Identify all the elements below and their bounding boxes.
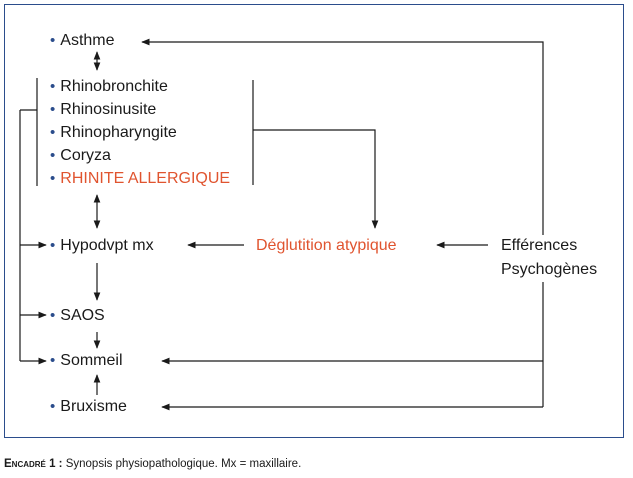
node-sommeil: •Sommeil [50,352,123,369]
node-deglutition-atypique: Déglutition atypique [256,237,397,254]
node-asthme: •Asthme [50,32,115,49]
node-rhinite-allergique: •RHINITE ALLERGIQUE [50,170,231,187]
bullet-icon: • [50,398,56,415]
arrow-group-deglutition [253,129,379,229]
bullet-icon: • [50,32,56,49]
figure-caption: Encadré 1 : Synopsis physiopathologique.… [4,458,301,470]
bullet-icon: • [50,352,56,369]
node-rhinobronchite: •Rhinobronchite [50,78,168,95]
node-efferences-line1: Efférences [501,237,578,254]
arrow-efferences-asthme [141,38,544,235]
node-efferences-line2: Psychogènes [501,261,598,278]
bullet-icon: • [50,237,56,254]
node-saos: •SAOS [50,307,105,324]
bullet-icon: • [50,78,56,95]
diagram-frame [4,4,624,438]
bullet-icon: • [50,307,56,324]
node-bruxisme: •Bruxisme [50,398,127,415]
bullet-icon: • [50,101,56,118]
caption-text: Synopsis physiopathologique. Mx = maxill… [62,458,302,470]
caption-label: Encadré 1 : [4,458,63,470]
bullet-icon: • [50,170,56,187]
node-hypodvpt-mx: •Hypodvpt mx [50,237,154,254]
node-coryza: •Coryza [50,147,111,164]
bullet-icon: • [50,124,56,141]
node-rhinopharyngite: •Rhinopharyngite [50,124,177,141]
bullet-icon: • [50,147,56,164]
node-rhinosinusite: •Rhinosinusite [50,101,157,118]
